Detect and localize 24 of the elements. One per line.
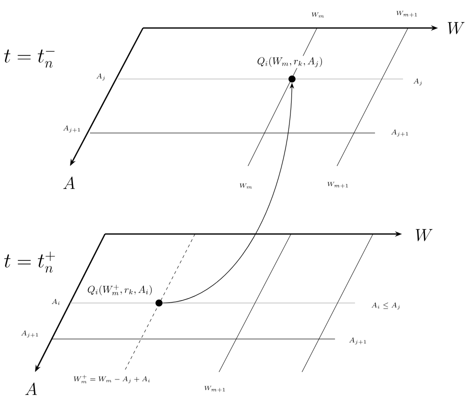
axis-label: $W$ [448, 22, 465, 34]
grid-line-label: $W_{m+1}$ [204, 386, 225, 392]
grid-line-label: $A_i$ [52, 298, 60, 305]
grid-line-label: $A_i \le A_j$ [372, 302, 400, 310]
axis-label: $W$ [416, 229, 433, 242]
grid-line-label: $A_j$ [96, 73, 105, 80]
axis-label: $A$ [63, 176, 75, 189]
grid-line-label: $A_j$ [414, 78, 422, 86]
formula-label: $W_m^+ = W_m - A_j + A_i$ [74, 374, 150, 384]
time-label: $t = t_n^-$ [4, 49, 55, 68]
point-label: $Q_i(W_m^+, r_k, A_i)$ [86, 284, 154, 296]
grid-line-label: $A_{j+1}$ [63, 125, 80, 132]
point-label: $Q_i(W_m, r_k, A_j)$ [256, 56, 324, 68]
point-dot [156, 300, 162, 306]
grid-line-label: $W_m$ [312, 12, 324, 18]
axis-label: $A$ [25, 382, 37, 395]
grid-line-label: $W_m$ [240, 183, 252, 189]
grid-line-label: $W_{m+1}$ [396, 10, 417, 18]
grid-line-label: $W_{m+1}$ [328, 182, 348, 188]
grid-line-label: $A_{j+1}$ [391, 129, 408, 136]
point-dot [288, 76, 296, 82]
grid-line-label: $A_{j+1}$ [21, 330, 38, 338]
time-label: $t = t_n^+$ [4, 252, 55, 273]
grid-line-label: $A_{j+1}$ [349, 337, 366, 344]
